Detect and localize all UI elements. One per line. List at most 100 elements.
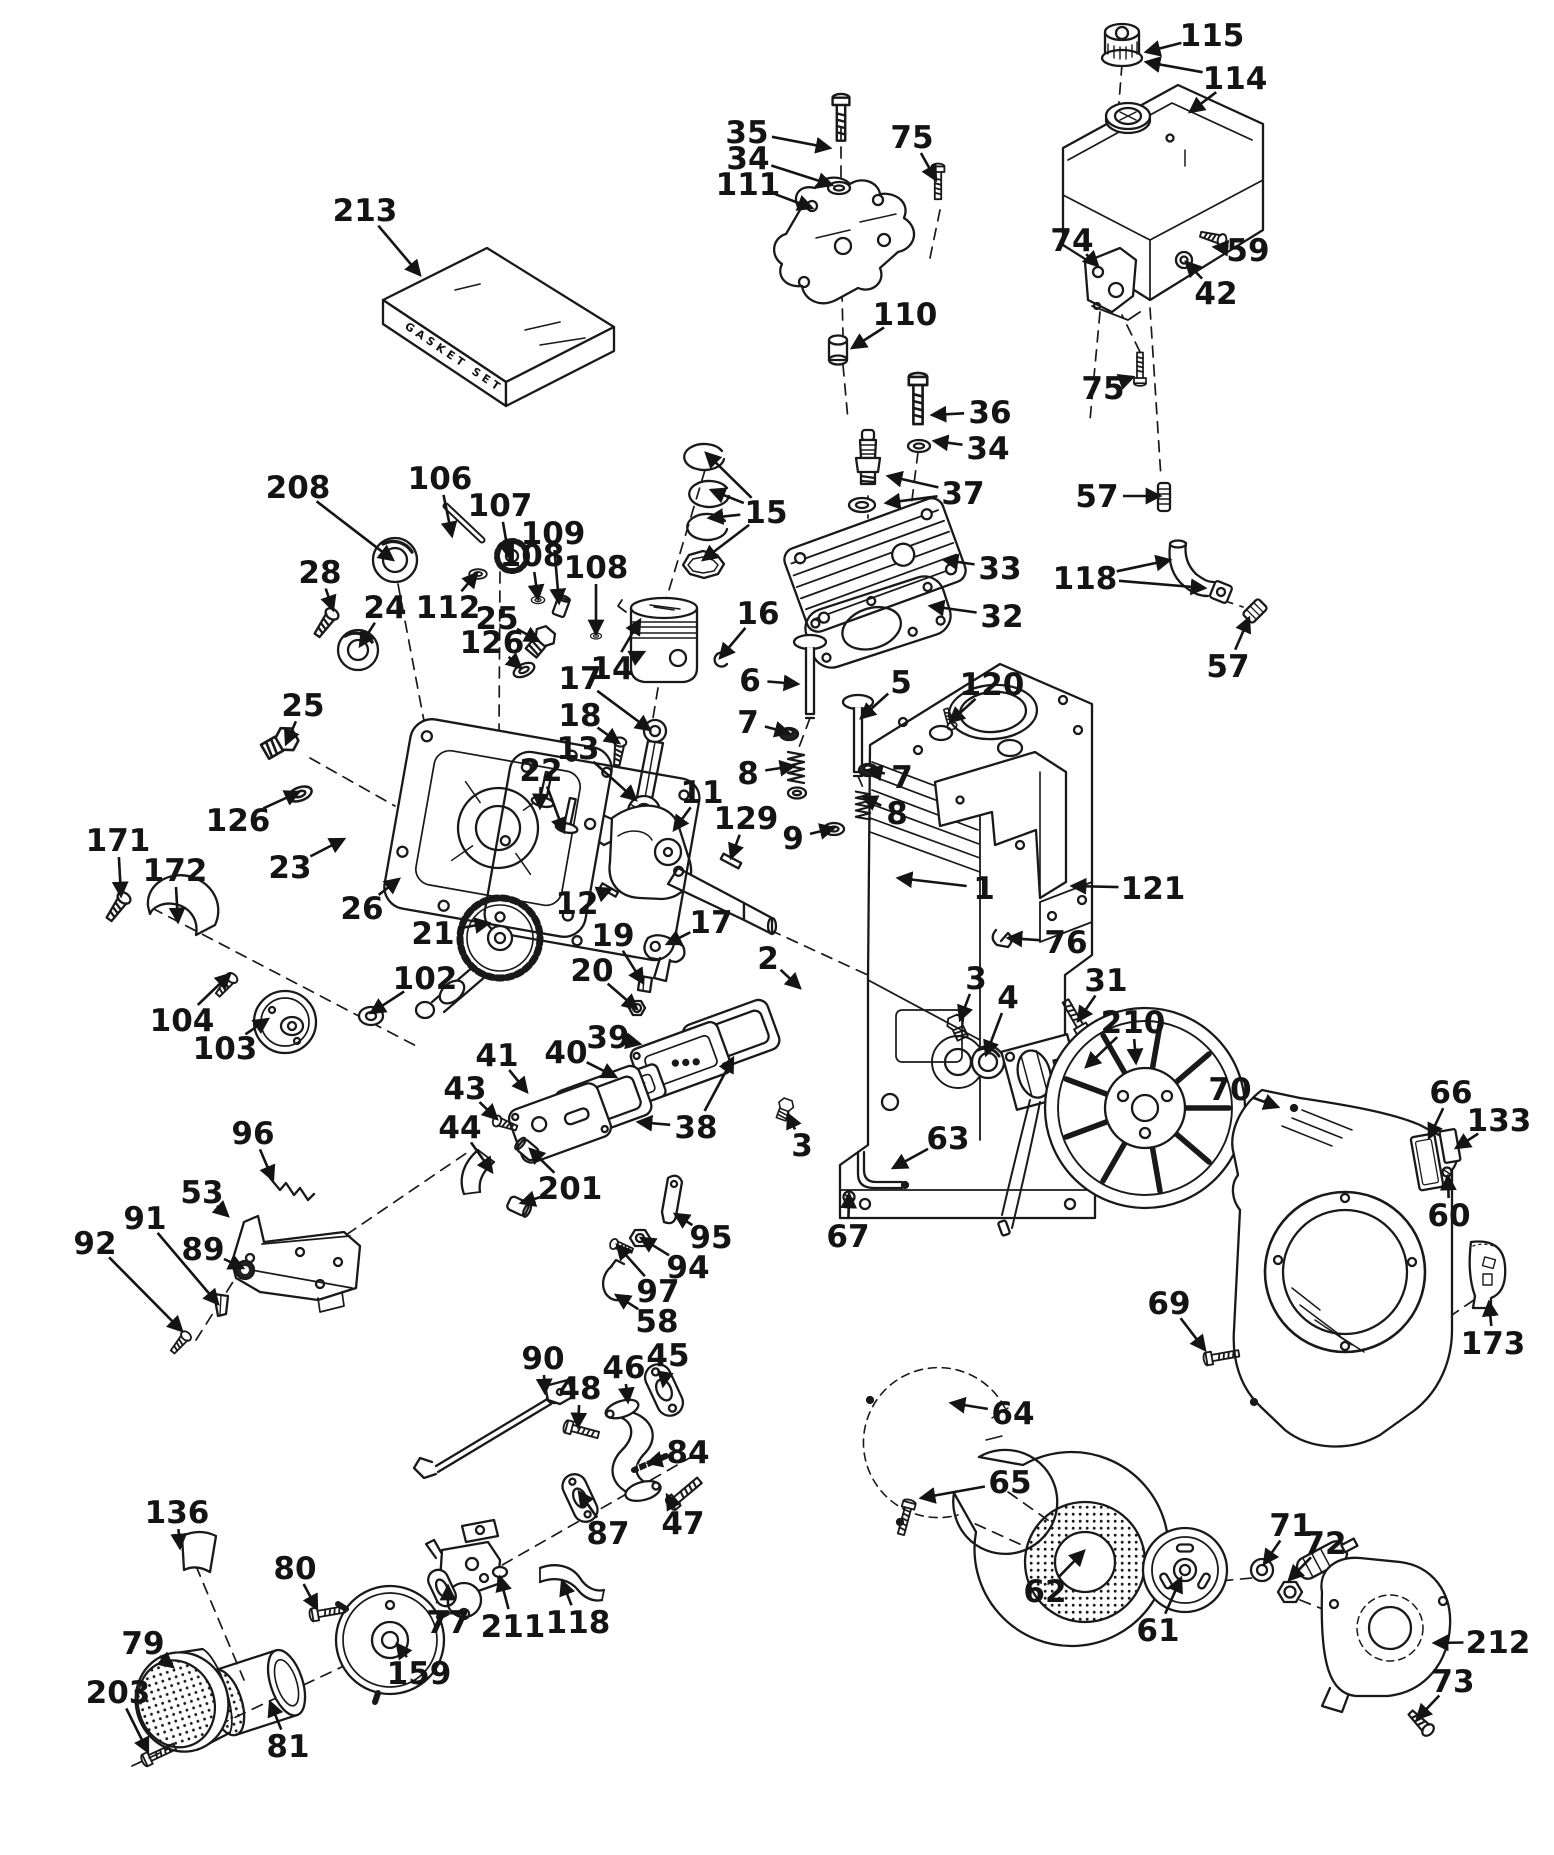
leader-arrow-14-1: [627, 650, 647, 667]
spark-plug-gasket: [847, 496, 877, 514]
fitting-201b: [506, 1195, 533, 1218]
leader-arrow-9-0: [809, 823, 837, 840]
part-callout-17: 17: [558, 661, 601, 697]
leader-arrow-201-0: [528, 1147, 556, 1174]
part-callout-95: 95: [689, 1220, 732, 1256]
part-callout-172: 172: [143, 853, 208, 889]
bracket-bolt-35: [831, 92, 851, 142]
leader-arrow-25-0: [283, 720, 300, 747]
leader-arrow-2-0: [779, 968, 802, 990]
leader-arrow-45-0: [656, 1370, 674, 1389]
gov-link-90: [412, 1378, 576, 1480]
leader-arrow-172-0: [168, 886, 186, 925]
leader-arrow-20-0: [606, 982, 639, 1011]
nut-94: [628, 1228, 652, 1248]
intake-pipe-46: [604, 1398, 662, 1503]
leader-arrow-22-0: [531, 786, 549, 811]
screw-28: [310, 604, 342, 641]
part-callout-73: 73: [1431, 1664, 1474, 1700]
breather-tube-44: [460, 1148, 496, 1196]
leader-arrow-91-0: [156, 1232, 220, 1306]
leader-arrow-106-0: [440, 494, 458, 539]
part-callout-33: 33: [978, 551, 1021, 587]
part-callout-25: 25: [475, 601, 518, 637]
leader-arrow-17-0: [596, 689, 653, 732]
spring-clip-58: [602, 1258, 630, 1302]
spacer-109: [551, 594, 571, 619]
part-callout-126: 126: [206, 803, 271, 839]
leader-arrow-72-0: [1287, 1556, 1312, 1582]
bracket-screw-75: [930, 162, 946, 201]
oil-plug-25-left: [257, 722, 303, 765]
part-callout-62: 62: [1023, 1574, 1066, 1610]
oil-seal-208: [371, 536, 419, 584]
part-callout-76: 76: [1044, 925, 1087, 961]
part-callout-40: 40: [544, 1035, 587, 1071]
bracket-173: [1468, 1240, 1507, 1310]
leader-arrow-6-0: [767, 674, 801, 692]
head-bolt-36: [907, 371, 929, 426]
drain-plug-3-lower: [772, 1096, 797, 1123]
leader-arrow-40-0: [586, 1061, 619, 1079]
leader-arrow-133-0: [1453, 1132, 1479, 1150]
decal-136: [180, 1530, 218, 1574]
leader-arrow-126-0: [504, 652, 523, 670]
oil-seal-24: [336, 628, 380, 672]
leader-arrow-31-0: [1076, 994, 1097, 1024]
part-callout-112: 112: [416, 590, 481, 626]
screw-73: [1404, 1706, 1438, 1740]
carb-hose-118: [538, 1564, 606, 1602]
part-callout-133: 133: [1467, 1103, 1532, 1139]
part-callout-18: 18: [558, 698, 601, 734]
clip-91: [212, 1292, 230, 1318]
leader-arrow-35-0: [771, 135, 833, 154]
blower-housing-70: [1231, 1088, 1459, 1448]
leader-arrow-11-0: [672, 806, 692, 833]
leader-arrow-107-0: [498, 521, 515, 560]
part-callout-102: 102: [393, 961, 458, 997]
leader-arrow-58-0: [613, 1293, 639, 1311]
leader-arrow-3-0: [957, 993, 973, 1023]
part-callout-60: 60: [1427, 1198, 1470, 1234]
leader-arrow-38-1: [703, 1055, 735, 1112]
leader-arrow-7-0: [865, 764, 886, 782]
leader-arrow-203-0: [125, 1707, 150, 1755]
leader-arrow-42-0: [1184, 260, 1204, 280]
leader-arrow-60-0: [1439, 1173, 1457, 1199]
part-callout-38: 38: [674, 1110, 717, 1146]
part-callout-118: 118: [546, 1605, 611, 1641]
head-washer-34: [906, 438, 932, 454]
leader-arrow-66-0: [1427, 1107, 1445, 1141]
leader-arrow-136-0: [170, 1528, 188, 1551]
part-callout-57: 57: [1075, 479, 1118, 515]
wire-terminal: [997, 1219, 1011, 1237]
screw-92: [167, 1328, 194, 1357]
valve-spring-8b: [854, 790, 872, 821]
leader-arrow-26-0: [377, 877, 401, 896]
leader-arrow-90-0: [535, 1374, 553, 1396]
gov-cup-103: [252, 989, 318, 1055]
leader-arrow-12-0: [594, 886, 614, 903]
leader-arrow-210-1: [1126, 1038, 1144, 1066]
part-callout-31: 31: [1084, 963, 1127, 999]
part-callout-77: 77: [426, 1605, 469, 1641]
leader-arrow-108-0: [527, 571, 545, 602]
leader-arrow-46-0: [617, 1383, 635, 1405]
leader-arrow-92-0: [108, 1256, 184, 1333]
part-callout-16: 16: [736, 596, 779, 632]
screw-48: [561, 1418, 601, 1443]
part-callout-211: 211: [481, 1609, 546, 1645]
leader-arrow-23-0: [309, 837, 347, 858]
leader-arrow-48-0: [570, 1404, 588, 1430]
leader-arrow-38-0: [635, 1114, 671, 1132]
leader-arrow-37-0: [885, 470, 939, 489]
part-callout-37: 37: [941, 476, 984, 512]
fuel-line-118: [1168, 539, 1233, 604]
leader-arrow-87-0: [577, 1489, 599, 1519]
part-callout-115: 115: [1180, 18, 1245, 54]
washer-71: [1249, 1557, 1275, 1583]
link-wire-63: [856, 1150, 910, 1190]
part-callout-208: 208: [266, 470, 331, 506]
leader-arrow-15-3: [700, 523, 750, 562]
